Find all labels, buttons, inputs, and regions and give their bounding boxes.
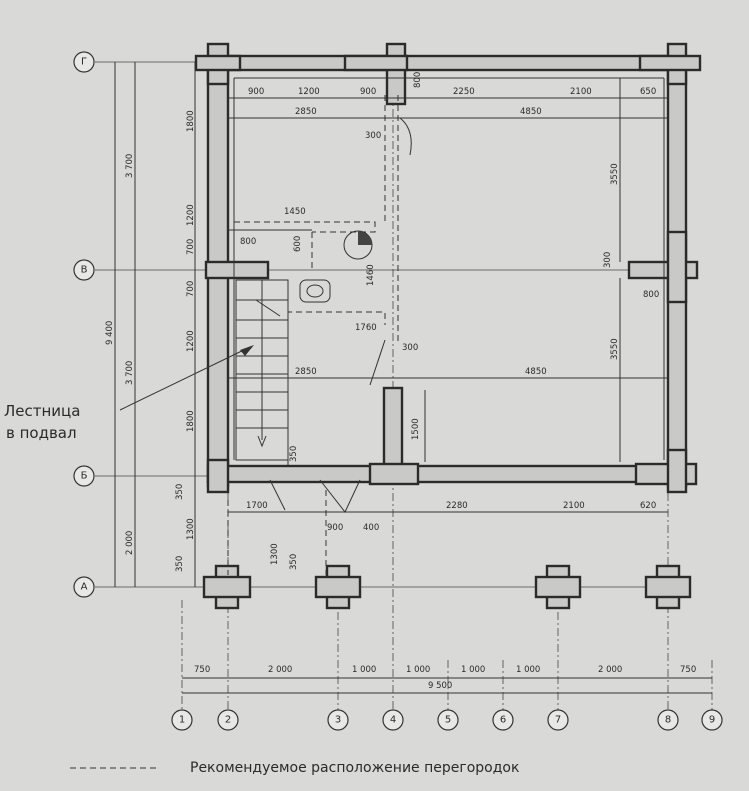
- dim-label: 9 500: [428, 681, 452, 691]
- dimension-lines: [114, 62, 712, 694]
- dim-label: 1700: [246, 501, 268, 511]
- dim-label: 2250: [453, 87, 475, 97]
- svg-text:Лестница: Лестница: [4, 402, 80, 420]
- axis-label: 6: [500, 715, 506, 726]
- dim-label: 1300: [270, 543, 280, 565]
- toilet-icon: [299, 279, 331, 303]
- dim-label: 3 700: [125, 154, 135, 178]
- dim-label: 4850: [525, 367, 547, 377]
- axis-label: 5: [445, 715, 451, 726]
- axis-label: 3: [335, 715, 341, 726]
- dim-label: 1460: [366, 264, 376, 286]
- dim-label: 2100: [563, 501, 585, 511]
- dim-label: 1 000: [461, 665, 485, 675]
- dim-label: 750: [194, 665, 210, 675]
- axis-label: В: [81, 265, 88, 276]
- dim-label: 800: [240, 237, 256, 247]
- dim-label: 620: [640, 501, 656, 511]
- horizontal-axis-markers: Г В Б А: [73, 51, 95, 598]
- dim-label: 700: [186, 281, 196, 297]
- dim-label: 1 000: [406, 665, 430, 675]
- stair-label: Лестница в подвал: [4, 402, 80, 442]
- dim-label: 1760: [355, 323, 377, 333]
- stairs: [119, 279, 289, 461]
- inner-lines: [233, 77, 665, 460]
- dim-label: 9 400: [105, 321, 115, 345]
- axis-label: 8: [665, 715, 671, 726]
- dim-label: 4850: [520, 107, 542, 117]
- dim-label: 1800: [186, 110, 196, 132]
- dim-label: 2 000: [125, 531, 135, 555]
- dim-label: 350: [175, 556, 185, 572]
- dim-label: 800: [643, 290, 659, 300]
- dim-label: 3550: [610, 163, 620, 185]
- dim-label: 700: [186, 239, 196, 255]
- dim-label: 1 000: [516, 665, 540, 675]
- axis-label: 2: [225, 715, 231, 726]
- axis-label: Б: [81, 471, 88, 482]
- dim-label: 3 700: [125, 361, 135, 385]
- dim-label: 300: [603, 252, 613, 268]
- dim-label: 350: [289, 446, 299, 462]
- dim-label: 800: [413, 72, 423, 88]
- top-dimensions-row1: 900 1200 900 800 2250 2100 650: [248, 72, 656, 97]
- dim-label: 2 000: [268, 665, 292, 675]
- dim-label: 2 000: [598, 665, 622, 675]
- bottom-scale: 750 2 000 1 000 1 000 1 000 1 000 2 000 …: [194, 665, 696, 691]
- walls: [194, 42, 702, 610]
- dim-label: 3550: [610, 338, 620, 360]
- dim-label: 1200: [186, 330, 196, 352]
- dim-label: 1200: [298, 87, 320, 97]
- dim-label: 1 000: [352, 665, 376, 675]
- dim-label: 350: [289, 554, 299, 570]
- dim-label: 1450: [284, 207, 306, 217]
- left-dimensions: 1800 1200 700 700 1200 1800 350 1300 350…: [105, 110, 196, 572]
- dim-label: 650: [640, 87, 656, 97]
- legend-text: Рекомендуемое расположение перегородок: [190, 760, 519, 776]
- svg-text:в подвал: в подвал: [6, 424, 77, 442]
- axis-label: 1: [179, 715, 185, 726]
- dim-label: 900: [327, 523, 343, 533]
- right-dimensions: 3550 300 800 3550: [603, 163, 659, 360]
- lower-dimensions: 1700 2280 2100 620 900 400 350 1300 350: [246, 446, 656, 570]
- dim-label: 300: [365, 131, 381, 141]
- axis-label: 4: [390, 715, 396, 726]
- dim-label: 900: [360, 87, 376, 97]
- dim-label: 1500: [411, 418, 421, 440]
- dim-label: 2850: [295, 107, 317, 117]
- dim-label: 2280: [446, 501, 468, 511]
- dim-label: 750: [680, 665, 696, 675]
- dim-label: 300: [402, 343, 418, 353]
- dim-label: 600: [293, 236, 303, 252]
- axis-label: 7: [555, 715, 561, 726]
- dim-label: 350: [175, 484, 185, 500]
- dim-label: 1200: [186, 204, 196, 226]
- dim-label: 1800: [186, 410, 196, 432]
- dim-label: 1300: [186, 518, 196, 540]
- top-dimensions-row2: 2850 4850: [295, 107, 542, 117]
- dim-label: 2100: [570, 87, 592, 97]
- bathroom: [227, 95, 412, 575]
- dim-label: 2850: [295, 367, 317, 377]
- dim-label: 900: [248, 87, 264, 97]
- axis-label: А: [81, 582, 88, 593]
- vertical-axis-markers: 1 2 3 4 5 6 7 8 9: [171, 709, 723, 731]
- legend: Рекомендуемое расположение перегородок: [70, 760, 519, 776]
- axis-label: Г: [81, 57, 87, 68]
- middle-dimensions: 300 1450 800 600 1460 1760 300 1500 2850…: [240, 131, 547, 440]
- dim-label: 400: [363, 523, 379, 533]
- axis-label: 9: [709, 715, 715, 726]
